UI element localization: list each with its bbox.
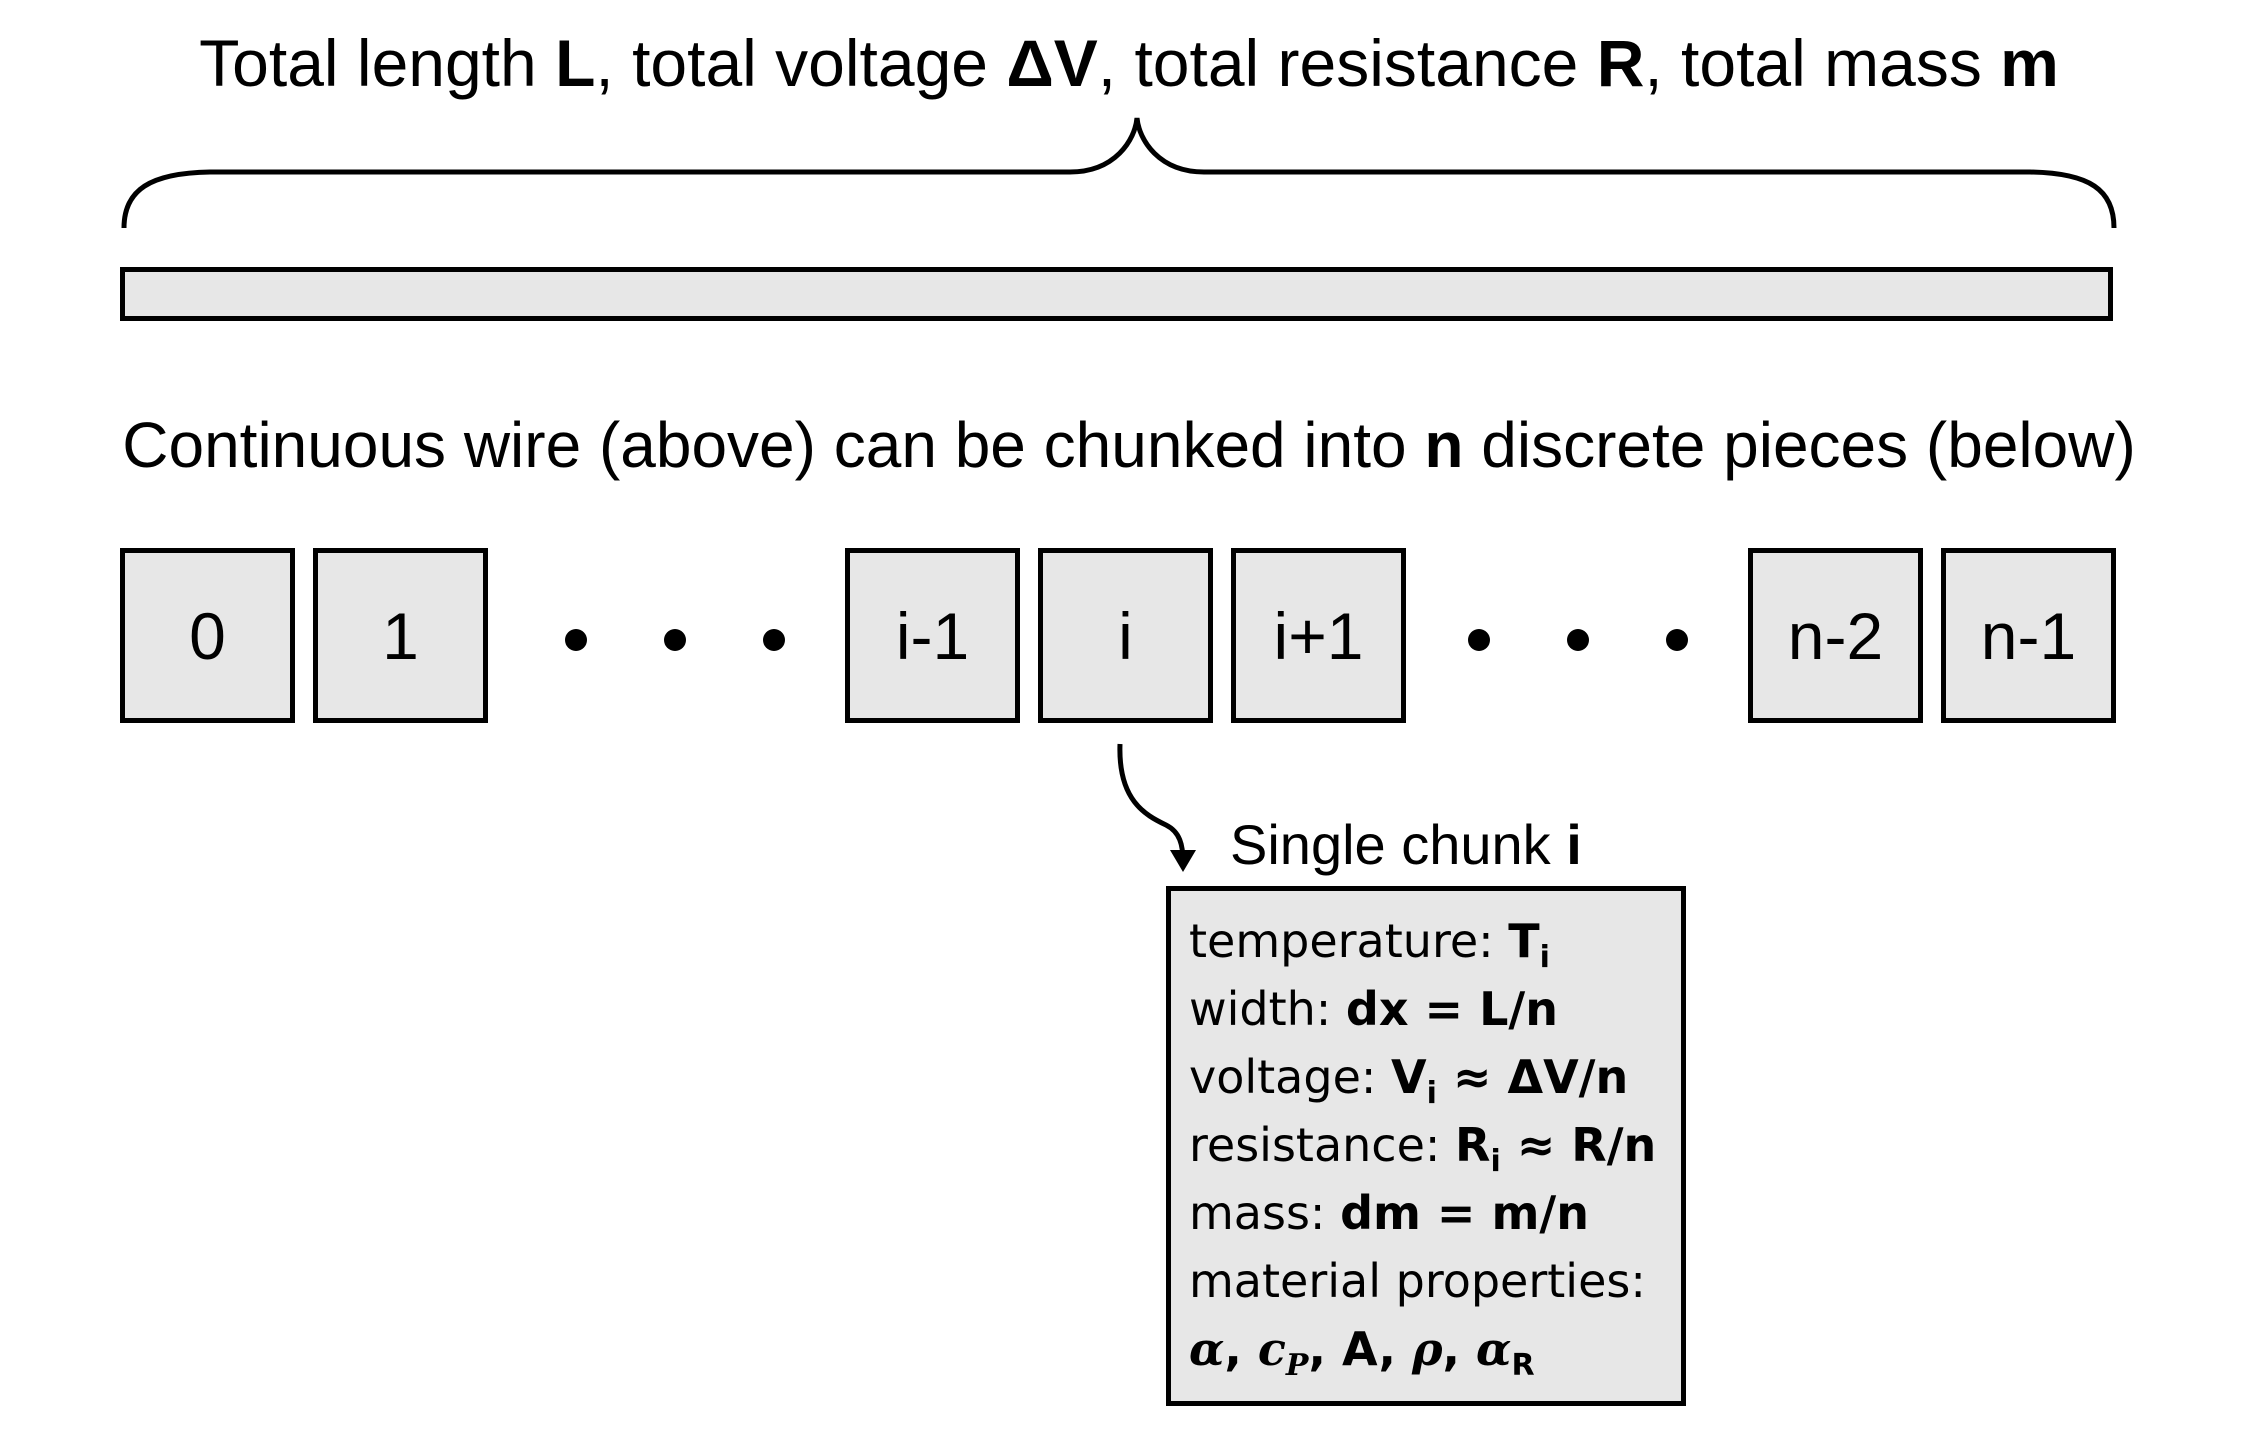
title-resistance: R xyxy=(1596,26,1645,100)
material-symbols-row: α, cP, A, ρ, αR xyxy=(1189,1315,1681,1383)
alpha-symbol: α xyxy=(1189,1322,1225,1376)
caption: Continuous wire (above) can be chunked i… xyxy=(0,400,2258,490)
caption-suffix: discrete pieces (below) xyxy=(1463,409,2136,481)
ellipsis-dot xyxy=(1567,629,1589,651)
voltage-subscript: i xyxy=(1426,1076,1437,1111)
mass-label: mass: xyxy=(1189,1186,1341,1240)
chunk-box: n-2 xyxy=(1748,548,1923,723)
temperature-value: T xyxy=(1508,914,1540,968)
single-chunk-index: i xyxy=(1566,813,1582,876)
mass-row: mass: dm = m/n xyxy=(1189,1179,1681,1247)
chunk-box: 1 xyxy=(313,548,488,723)
title-part4: , total mass xyxy=(1644,26,2001,100)
mass-value: dm = m/n xyxy=(1340,1186,1589,1240)
ellipsis-dot xyxy=(1468,629,1490,651)
title: Total length L, total voltage ΔV, total … xyxy=(0,18,2258,108)
rho-symbol: ρ xyxy=(1411,1322,1443,1376)
temperature-row: temperature: Ti xyxy=(1189,907,1681,975)
curved-arrow-line xyxy=(1117,743,1186,863)
ellipsis xyxy=(1468,590,1688,690)
chunk-box: 0 xyxy=(120,548,295,723)
single-chunk-label: Single chunk i xyxy=(1230,805,1582,885)
ellipsis-dot xyxy=(565,629,587,651)
material-label-row: material properties: xyxy=(1189,1247,1681,1315)
title-mass: m xyxy=(2000,26,2059,100)
separator: , xyxy=(1442,1322,1477,1376)
ellipsis xyxy=(565,590,785,690)
temperature-label: temperature: xyxy=(1189,914,1509,968)
single-chunk-text: Single chunk xyxy=(1230,813,1567,876)
ellipsis-dot xyxy=(1666,629,1688,651)
width-row: width: dx = L/n xyxy=(1189,975,1681,1043)
cp-symbol: c xyxy=(1257,1322,1286,1376)
title-length: L xyxy=(555,26,596,100)
ellipsis-dot xyxy=(664,629,686,651)
material-label: material properties: xyxy=(1189,1254,1646,1308)
voltage-expression: ≈ ΔV/n xyxy=(1436,1050,1629,1104)
voltage-label: voltage: xyxy=(1189,1050,1391,1104)
chunk-detail-box: temperature: Ti width: dx = L/n voltage:… xyxy=(1166,886,1686,1406)
temperature-subscript: i xyxy=(1539,940,1550,975)
separator: , xyxy=(1308,1322,1342,1376)
width-label: width: xyxy=(1189,982,1346,1036)
title-part3: , total resistance xyxy=(1097,26,1597,100)
alpha-r-subscript: R xyxy=(1511,1348,1535,1383)
ellipsis-dot xyxy=(763,629,785,651)
resistance-row: resistance: Ri ≈ R/n xyxy=(1189,1111,1681,1179)
resistance-expression: ≈ R/n xyxy=(1500,1118,1657,1172)
caption-prefix: Continuous wire (above) can be chunked i… xyxy=(122,409,1425,481)
arrow-head xyxy=(1170,850,1196,872)
chunk-box: i-1 xyxy=(845,548,1020,723)
separator: , xyxy=(1224,1322,1258,1376)
cp-subscript: P xyxy=(1285,1348,1309,1383)
voltage-value: V xyxy=(1391,1050,1427,1104)
title-part2: , total voltage xyxy=(595,26,1007,100)
chunk-box: n-1 xyxy=(1941,548,2116,723)
width-value: dx = L/n xyxy=(1345,982,1558,1036)
separator: , xyxy=(1378,1322,1412,1376)
title-voltage: ΔV xyxy=(1006,26,1098,100)
alpha-r-symbol: α xyxy=(1476,1322,1512,1376)
area-symbol: A xyxy=(1341,1322,1379,1376)
continuous-wire xyxy=(120,267,2113,321)
chunk-box: i xyxy=(1038,548,1213,723)
caption-n: n xyxy=(1424,409,1464,481)
resistance-value: R xyxy=(1455,1118,1491,1172)
resistance-subscript: i xyxy=(1490,1144,1501,1179)
title-prefix: Total length xyxy=(199,26,556,100)
resistance-label: resistance: xyxy=(1189,1118,1456,1172)
chunk-box: i+1 xyxy=(1231,548,1406,723)
curly-brace xyxy=(121,117,2117,229)
voltage-row: voltage: Vi ≈ ΔV/n xyxy=(1189,1043,1681,1111)
